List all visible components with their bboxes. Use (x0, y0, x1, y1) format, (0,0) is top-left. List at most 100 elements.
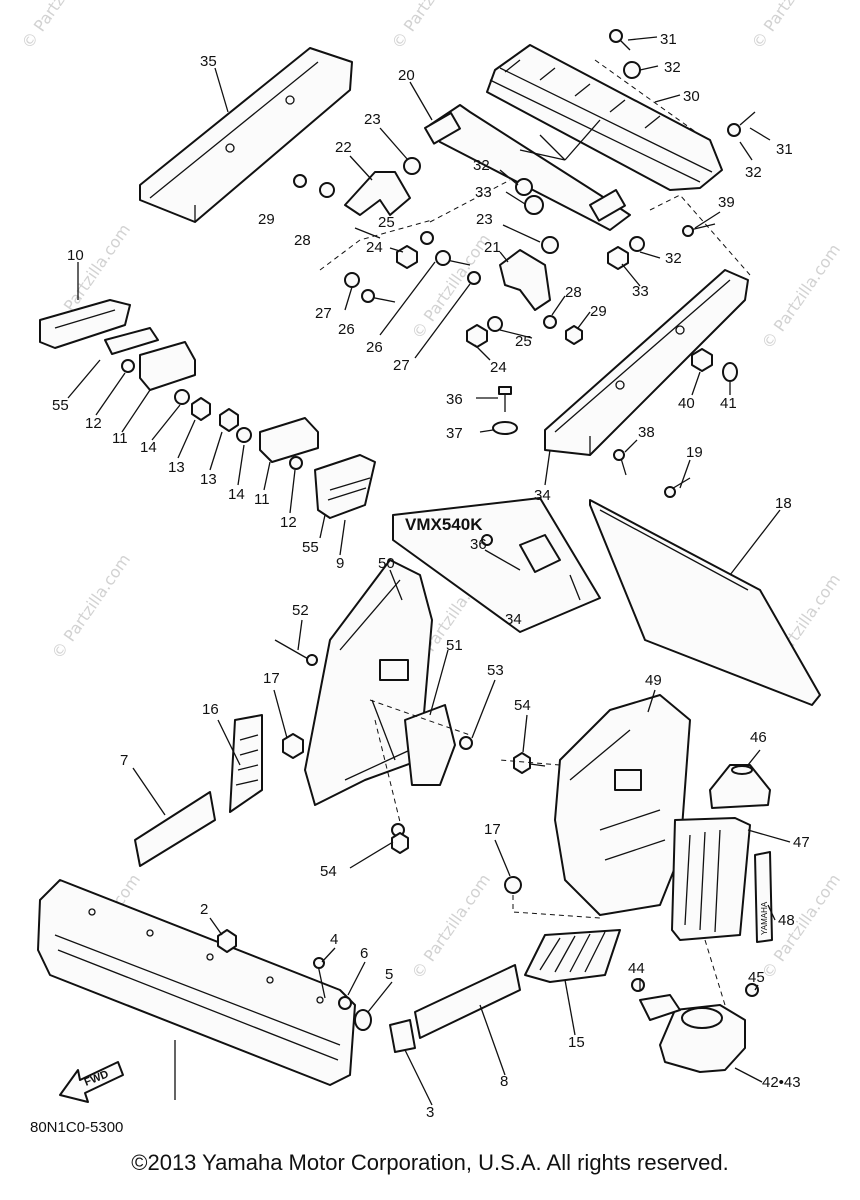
callout-4: 4 (330, 931, 338, 948)
callout-32: 32 (664, 59, 681, 76)
part-47-tube (671, 817, 751, 941)
bumper-hardware (217, 929, 521, 1053)
callout-23: 23 (476, 211, 493, 228)
part-21-bracket (499, 249, 551, 311)
part-20-bracket (424, 104, 631, 231)
part-17-grommet (282, 733, 522, 894)
part-46-cap (709, 764, 771, 809)
callout-16: 16 (202, 701, 219, 718)
callout-7: 7 (120, 752, 128, 769)
callout-35: 35 (200, 53, 217, 70)
part-22-bracket (344, 171, 411, 216)
callout-34: 34 (505, 611, 522, 628)
part-1-bumper (37, 879, 356, 1086)
callout-15: 15 (568, 1034, 585, 1051)
callout-55: 55 (52, 397, 69, 414)
callout-51: 51 (446, 637, 463, 654)
callout-32: 32 (745, 164, 762, 181)
callout-34: 34 (534, 487, 551, 504)
part-16-grille (229, 714, 263, 813)
callout-14: 14 (140, 439, 157, 456)
part-10-handle (39, 299, 131, 349)
callout-30: 30 (683, 88, 700, 105)
part-52-53-fasteners (274, 639, 473, 750)
leader-lines (67, 36, 791, 1106)
part-34-rail (544, 269, 749, 456)
callout-27: 27 (315, 305, 332, 322)
part-30-grab-bar (486, 44, 723, 191)
callout-5: 5 (385, 966, 393, 983)
watermark: © Partzilla.com (758, 240, 844, 352)
callout-17: 17 (263, 670, 280, 687)
rail-hardware (492, 348, 738, 498)
variant-label: VMX540K (405, 515, 483, 534)
callout-44: 44 (628, 960, 645, 977)
callout-13: 13 (168, 459, 185, 476)
variant-inset: VMX540K (392, 497, 601, 633)
callout-3: 3 (426, 1104, 434, 1121)
part-51-plate (404, 704, 456, 786)
callout-48: 48 (778, 912, 795, 929)
callout-31: 31 (660, 31, 677, 48)
watermark: © Partzilla.com (48, 550, 134, 662)
callout-24: 24 (490, 359, 507, 376)
watermark: © Partzilla.com (408, 870, 494, 982)
callout-55: 55 (302, 539, 319, 556)
copyright-footer: ©2013 Yamaha Motor Corporation, U.S.A. A… (131, 1150, 729, 1175)
callout-25: 25 (378, 214, 395, 231)
callout-53: 53 (487, 662, 504, 679)
callout-47: 47 (793, 834, 810, 851)
fwd-arrow: FWD (59, 1061, 124, 1103)
callout-8: 8 (500, 1073, 508, 1090)
watermark: © Partzilla.com (748, 0, 834, 52)
callout-38: 38 (638, 424, 655, 441)
callout-45: 45 (748, 969, 765, 986)
callout-11: 11 (112, 430, 128, 447)
callout-36: 36 (470, 536, 487, 553)
part-18-panel (589, 499, 821, 706)
callout-17: 17 (484, 821, 501, 838)
callout-11: 11 (254, 491, 270, 508)
part-35-rail (139, 47, 353, 223)
callout-36: 36 (446, 391, 463, 408)
assembly-lines (319, 59, 751, 1006)
callout-2: 2 (200, 901, 208, 918)
callout-27: 27 (393, 357, 410, 374)
diagram-code: 80N1C0-5300 (30, 1119, 123, 1136)
watermark: © Partzilla.com (388, 0, 474, 52)
part-48-decal: YAMAHA (754, 851, 773, 943)
callout-28: 28 (294, 232, 311, 249)
callout-31: 31 (776, 141, 793, 158)
callout-37: 37 (446, 425, 463, 442)
callout-40: 40 (678, 395, 695, 412)
callout-18: 18 (775, 495, 792, 512)
callout-28: 28 (565, 284, 582, 301)
callout-10: 10 (67, 247, 84, 264)
callout-32: 32 (665, 250, 682, 267)
callout-29: 29 (258, 211, 275, 228)
callout-25: 25 (515, 333, 532, 350)
watermark: © Partzilla.com (408, 230, 494, 342)
callout-13: 13 (200, 471, 217, 488)
part-54-bolts (391, 752, 546, 854)
callout-19: 19 (686, 444, 703, 461)
callout-24: 24 (366, 239, 383, 256)
callout-14: 14 (228, 486, 245, 503)
callout-9: 9 (336, 555, 344, 572)
callout-23: 23 (364, 111, 381, 128)
callout-21: 21 (484, 239, 501, 256)
part-42-43-assembly (631, 978, 759, 1073)
callout-39: 39 (718, 194, 735, 211)
callout-46: 46 (750, 729, 767, 746)
callout-33: 33 (475, 184, 492, 201)
part-15-guard (524, 929, 621, 983)
callout-26: 26 (366, 339, 383, 356)
callout-54: 54 (320, 863, 337, 880)
callout-49: 49 (645, 672, 662, 689)
exploded-parts-diagram: © Partzilla.com © Partzilla.com © Partzi… (18, 0, 844, 1136)
part-49-housing (554, 694, 691, 916)
callout-32: 32 (473, 157, 490, 174)
callout-6: 6 (360, 945, 368, 962)
callout-52: 52 (292, 602, 309, 619)
part-7-strip (134, 791, 216, 867)
